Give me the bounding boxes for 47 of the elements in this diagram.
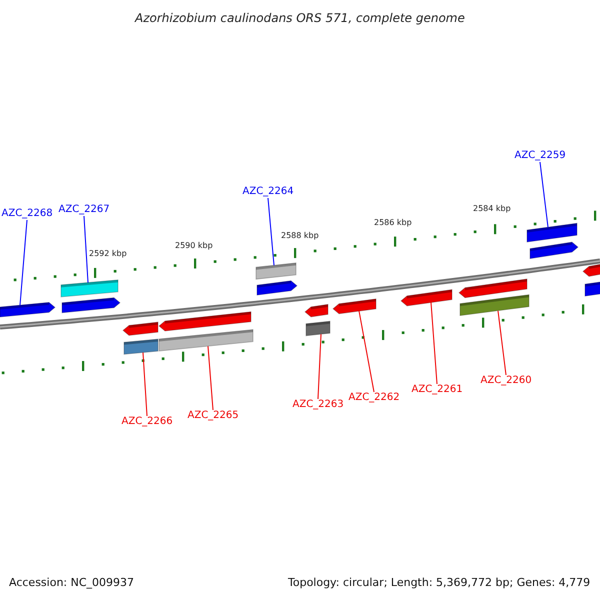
leader-line — [20, 220, 28, 306]
leader-line — [498, 310, 506, 376]
leader-line — [268, 198, 274, 266]
gene-feature — [158, 311, 252, 332]
gene-label: AZC_2268 — [2, 209, 53, 219]
leader-line — [430, 302, 438, 384]
gene-feature — [332, 298, 376, 314]
gene-bar — [306, 320, 330, 336]
gene-bar — [460, 294, 530, 316]
gene-label: AZC_2265 — [188, 411, 239, 421]
leader-line — [318, 334, 322, 400]
leader-line — [142, 352, 148, 416]
gene-label: AZC_2267 — [58, 205, 110, 215]
gene-bar — [60, 279, 118, 298]
gene-feature — [582, 262, 600, 277]
leader-line — [540, 162, 548, 228]
gene-label: AZC_2262 — [348, 393, 400, 403]
gene-feature — [0, 302, 56, 318]
gene-feature — [256, 280, 298, 296]
gene-bar — [124, 338, 158, 355]
scale-label: 2588 kbp — [281, 232, 319, 240]
scale-label: 2590 kbp — [175, 242, 213, 250]
gene-feature — [530, 242, 579, 260]
gene-feature — [122, 322, 158, 336]
accession-note: Accession: NC_009937 — [9, 576, 134, 588]
map-title: Azorhizobium caulinodans ORS 571, complete genome — [135, 12, 465, 24]
gene-feature — [304, 304, 328, 318]
gene-bar — [526, 222, 578, 242]
leader-line — [208, 346, 214, 410]
scale-label: 2584 kbp — [473, 205, 511, 213]
genome-summary: Topology: circular; Length: 5,369,772 bp; Genes: 4,779 — [288, 576, 590, 588]
gene-label: AZC_2263 — [292, 400, 344, 410]
gene-label: AZC_2266 — [122, 417, 173, 427]
scale-label: 2592 kbp — [89, 250, 127, 258]
gene-feature — [62, 297, 121, 314]
gene-label: AZC_2264 — [242, 187, 294, 197]
gene-feature — [458, 278, 528, 298]
gene-bar — [256, 262, 296, 280]
gene-bar — [584, 280, 600, 297]
gene-bar — [158, 329, 254, 352]
gene-label: AZC_2260 — [480, 376, 532, 386]
gene-label: AZC_2261 — [412, 385, 463, 395]
leader-line — [84, 216, 88, 284]
gene-label: AZC_2259 — [514, 151, 566, 161]
leader-line — [358, 310, 374, 392]
gene-feature — [400, 289, 452, 306]
scale-label: 2586 kbp — [374, 219, 412, 227]
